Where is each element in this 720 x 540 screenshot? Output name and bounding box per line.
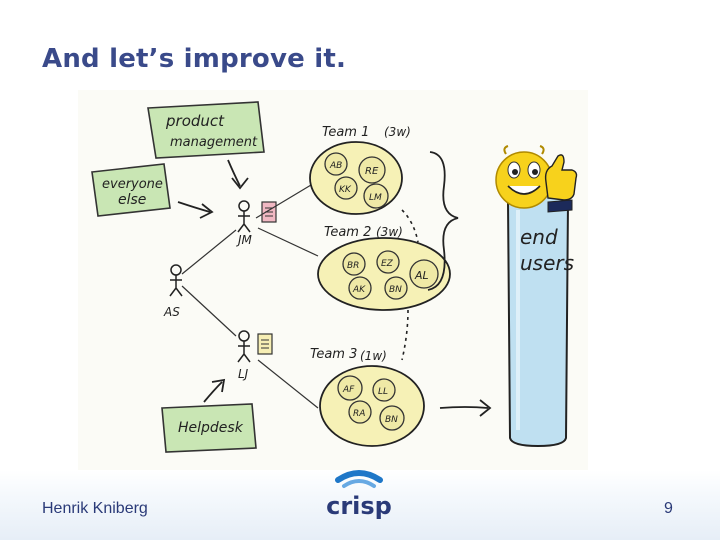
crisp-logo: crisp <box>326 470 392 520</box>
logo-text: crisp <box>326 492 392 520</box>
team2-member-al <box>409 259 439 289</box>
team1-blob <box>309 141 403 215</box>
thumbs-up-icon <box>544 154 578 213</box>
teams-brace <box>427 151 459 291</box>
team1-member-kk-label: KK <box>339 185 352 195</box>
helpdesk-note: Helpdesk <box>161 403 257 453</box>
author-name: Henrik Kniberg <box>42 500 148 517</box>
pm-arrow <box>227 159 241 187</box>
product-management-line2: management <box>170 135 258 150</box>
team3-member-af <box>337 375 363 401</box>
team2-member-al-label: AL <box>414 269 429 282</box>
team3-member-ll <box>372 378 396 402</box>
team2-member-ez <box>376 250 400 274</box>
team3-member-ra-label: RA <box>353 409 365 419</box>
everyone-arrowhead <box>199 203 214 219</box>
team3-blob <box>319 365 425 447</box>
team2-members: BR EZ AL AK BN <box>342 250 439 300</box>
team2-member-ak <box>348 276 372 300</box>
jm-backlog-icon <box>261 201 277 223</box>
lj-to-team3-line <box>257 359 319 409</box>
team3-duration: (1w) <box>360 349 387 363</box>
team1-member-re-label: RE <box>365 166 379 177</box>
team2-member-bn <box>384 276 408 300</box>
team1-member-re <box>358 156 386 184</box>
team1-member-ab <box>324 152 348 176</box>
team-separators <box>401 209 419 361</box>
person-jm <box>237 200 251 233</box>
person-as-label: AS <box>163 305 180 319</box>
helpdesk-label: Helpdesk <box>178 420 244 436</box>
input-arrows <box>177 159 249 403</box>
team3-member-ll-label: LL <box>378 387 388 397</box>
product-management-note: product management <box>147 101 265 159</box>
team2-member-br-label: BR <box>347 261 359 271</box>
end-users-line1: end <box>520 225 558 249</box>
everyone-else-note: everyone else <box>91 163 171 217</box>
team1-member-kk <box>334 176 358 200</box>
team3-member-bn <box>379 405 405 431</box>
helpdesk-arrowhead <box>211 378 226 393</box>
team3-members: AF LL RA BN <box>337 375 405 431</box>
separator-team1-team2 <box>401 209 419 243</box>
connector-lines <box>181 181 319 409</box>
team3-member-ra <box>348 400 372 424</box>
process-diagram: product management everyone else Helpdes… <box>78 90 588 478</box>
team3-arrow <box>439 399 492 417</box>
product-management-line1: product <box>165 112 225 130</box>
everyone-else-line1: everyone <box>102 177 163 192</box>
lj-backlog-icon <box>257 333 273 355</box>
slide-title: And let’s improve it. <box>42 44 347 74</box>
team2-member-bn-label: BN <box>389 285 402 295</box>
team1-member-lm-label: LM <box>369 193 382 203</box>
pm-arrowhead <box>231 177 249 190</box>
team1-member-ab-label: AB <box>329 161 342 171</box>
as-to-jm-line <box>181 229 237 275</box>
logo-arc <box>335 470 383 483</box>
team2-duration: (3w) <box>376 225 403 239</box>
end-users-tube <box>506 186 570 448</box>
end-users-line2: users <box>520 251 574 275</box>
jm-to-team2-line <box>257 227 319 257</box>
team2-label: Team 2 <box>324 225 371 240</box>
as-to-lj-line <box>181 285 237 337</box>
person-lj-label: LJ <box>238 367 249 381</box>
person-lj <box>237 330 251 363</box>
person-jm-label: JM <box>236 233 253 247</box>
team2-member-ak-label: AK <box>352 285 366 295</box>
team3-member-af-label: AF <box>342 385 355 395</box>
team1-duration: (3w) <box>384 125 411 139</box>
everyone-arrow <box>177 201 211 213</box>
logo-arc-inner <box>342 479 376 488</box>
team3-member-bn-label: BN <box>385 415 398 425</box>
team3-label: Team 3 <box>310 347 357 362</box>
team2-member-br <box>342 252 366 276</box>
person-as <box>169 264 183 297</box>
page-number: 9 <box>664 500 673 517</box>
team1-member-lm <box>363 183 389 209</box>
team2-member-ez-label: EZ <box>381 259 394 269</box>
smiley-icon <box>495 145 553 209</box>
team1-members: AB RE KK LM <box>324 152 389 209</box>
helpdesk-arrow <box>203 381 223 403</box>
jm-to-team1-line <box>255 181 317 219</box>
team1-label: Team 1 <box>322 125 369 140</box>
everyone-else-line2: else <box>118 192 146 208</box>
